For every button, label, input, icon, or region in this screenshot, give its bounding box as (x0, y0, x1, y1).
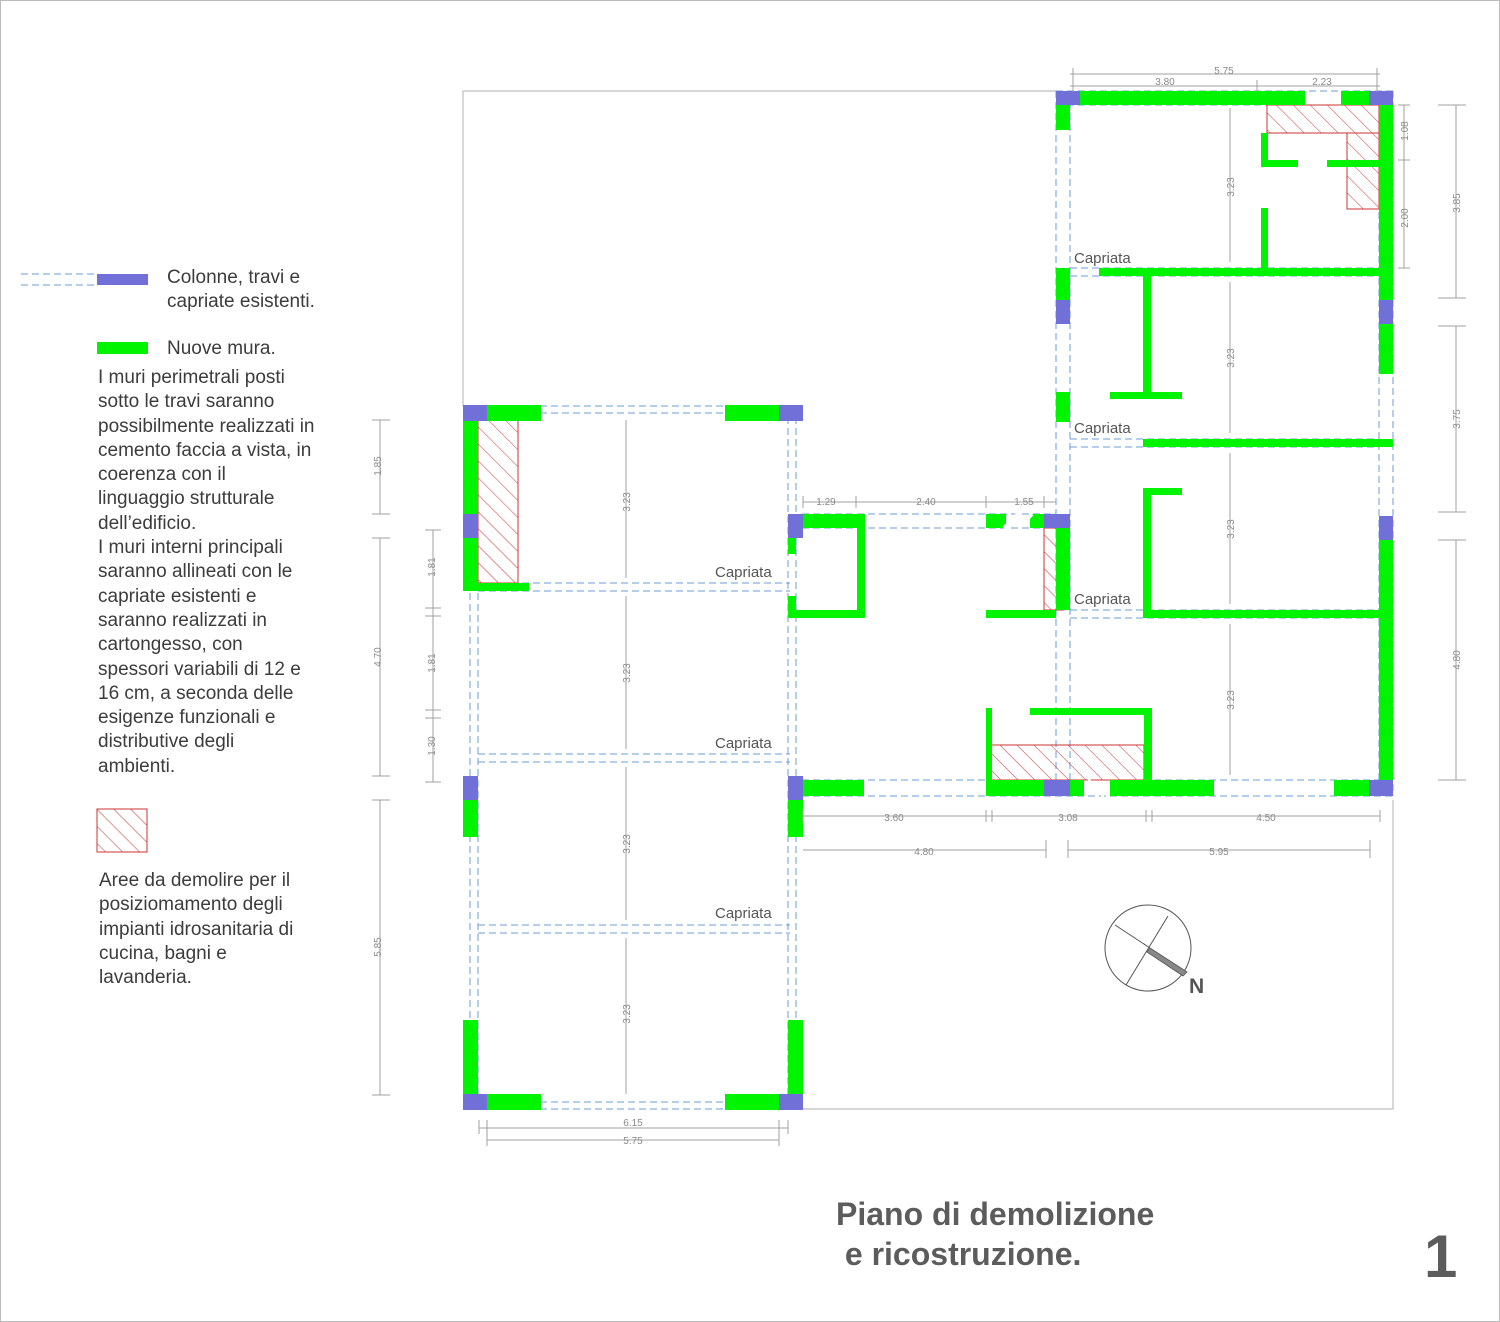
legend-swatch-new-walls (97, 342, 148, 354)
dim-right-4: 3.75 (1452, 409, 1463, 429)
dim-right-2: 2.00 (1400, 208, 1411, 228)
demolition-area-west (477, 419, 519, 584)
dim-east-bay-1: 3.23 (1226, 177, 1237, 197)
dim-bottom-3: 4.50 (1256, 813, 1276, 824)
dim-bottom-1: 3.60 (884, 813, 904, 824)
sheet-number: 1 (1424, 1223, 1458, 1290)
dim-left-3: 5.85 (373, 937, 384, 957)
dim-left-2: 4.70 (373, 647, 384, 667)
dim-right-3: 3.85 (1452, 193, 1463, 213)
truss-label: Capriata (715, 905, 772, 922)
wall-openings (1002, 512, 1106, 798)
demolition-area-south (989, 744, 1145, 781)
dim-corridor-2: 2.40 (916, 497, 936, 508)
dim-right-1: 1.08 (1400, 121, 1411, 141)
dim-west-bottom-2: 5.75 (623, 1136, 643, 1147)
dim-top-left: 3.80 (1155, 77, 1175, 88)
truss-label: Capriata (1074, 250, 1131, 267)
dim-west-bay-3: 3.23 (622, 834, 633, 854)
dim-left-inner-2: 1.81 (427, 653, 438, 673)
dimension-lines (372, 68, 1466, 1146)
demolition-area-north-side (1346, 132, 1380, 210)
dim-west-bottom-1: 6.15 (623, 1118, 643, 1129)
dim-left-inner-1: 1.81 (427, 557, 438, 577)
legend-new-walls-label: Nuove mura. (167, 338, 276, 359)
dim-bottom-total-right: 5.95 (1209, 847, 1229, 858)
legend-swatch-existing (21, 273, 148, 286)
north-label: N (1189, 975, 1204, 998)
dim-top-total: 5.75 (1214, 66, 1234, 77)
dim-bottom-2: 3.08 (1058, 813, 1078, 824)
dim-west-bay-4: 3.23 (622, 1004, 633, 1024)
dim-right-5: 4.80 (1452, 650, 1463, 670)
legend-demolish-label: Aree da demolire per il posiziomamento d… (99, 870, 294, 989)
dim-east-bay-2: 3.23 (1226, 348, 1237, 368)
dim-bottom-total-left: 4.80 (914, 847, 934, 858)
truss-label: Capriata (1074, 591, 1131, 608)
truss-label: Capriata (715, 735, 772, 752)
page-title-line-1: Piano di demolizione (836, 1196, 1155, 1232)
legend-existing-label: Colonne, travi e capriate esistenti. (167, 267, 315, 313)
existing-beams (463, 90, 1394, 1110)
truss-label: Capriata (715, 564, 772, 581)
new-walls (463, 91, 1393, 1110)
dim-top-right: 2.23 (1312, 77, 1332, 88)
dim-east-bay-3: 3.23 (1226, 519, 1237, 539)
demolition-areas (477, 104, 1380, 781)
page-title-line-2: e ricostruzione. (836, 1236, 1082, 1272)
truss-label: Capriata (1074, 420, 1131, 437)
demolition-area-north-top (1266, 104, 1380, 134)
site-outline (462, 90, 1394, 1110)
dim-left-inner-3: 1.30 (427, 736, 438, 756)
dim-corridor-3: 1.55 (1014, 497, 1034, 508)
dim-corridor-1: 1.29 (816, 497, 836, 508)
north-arrow: N (1104, 904, 1204, 998)
dim-left-1: 1.85 (373, 456, 384, 476)
dimension-texts: 5.75 3.80 2.23 1.08 2.00 3.85 3.75 4.80 … (373, 66, 1463, 1147)
legend-new-walls-note: I muri perimetrali posti sotto le travi … (98, 367, 315, 777)
dim-west-bay-2: 3.23 (622, 663, 633, 683)
dim-east-bay-4: 3.23 (1226, 690, 1237, 710)
dim-west-bay-1: 3.23 (622, 492, 633, 512)
legend-swatch-demolish (96, 808, 148, 853)
truss-labels: Capriata Capriata Capriata Capriata Capr… (715, 250, 1131, 922)
existing-columns (463, 91, 1393, 1110)
